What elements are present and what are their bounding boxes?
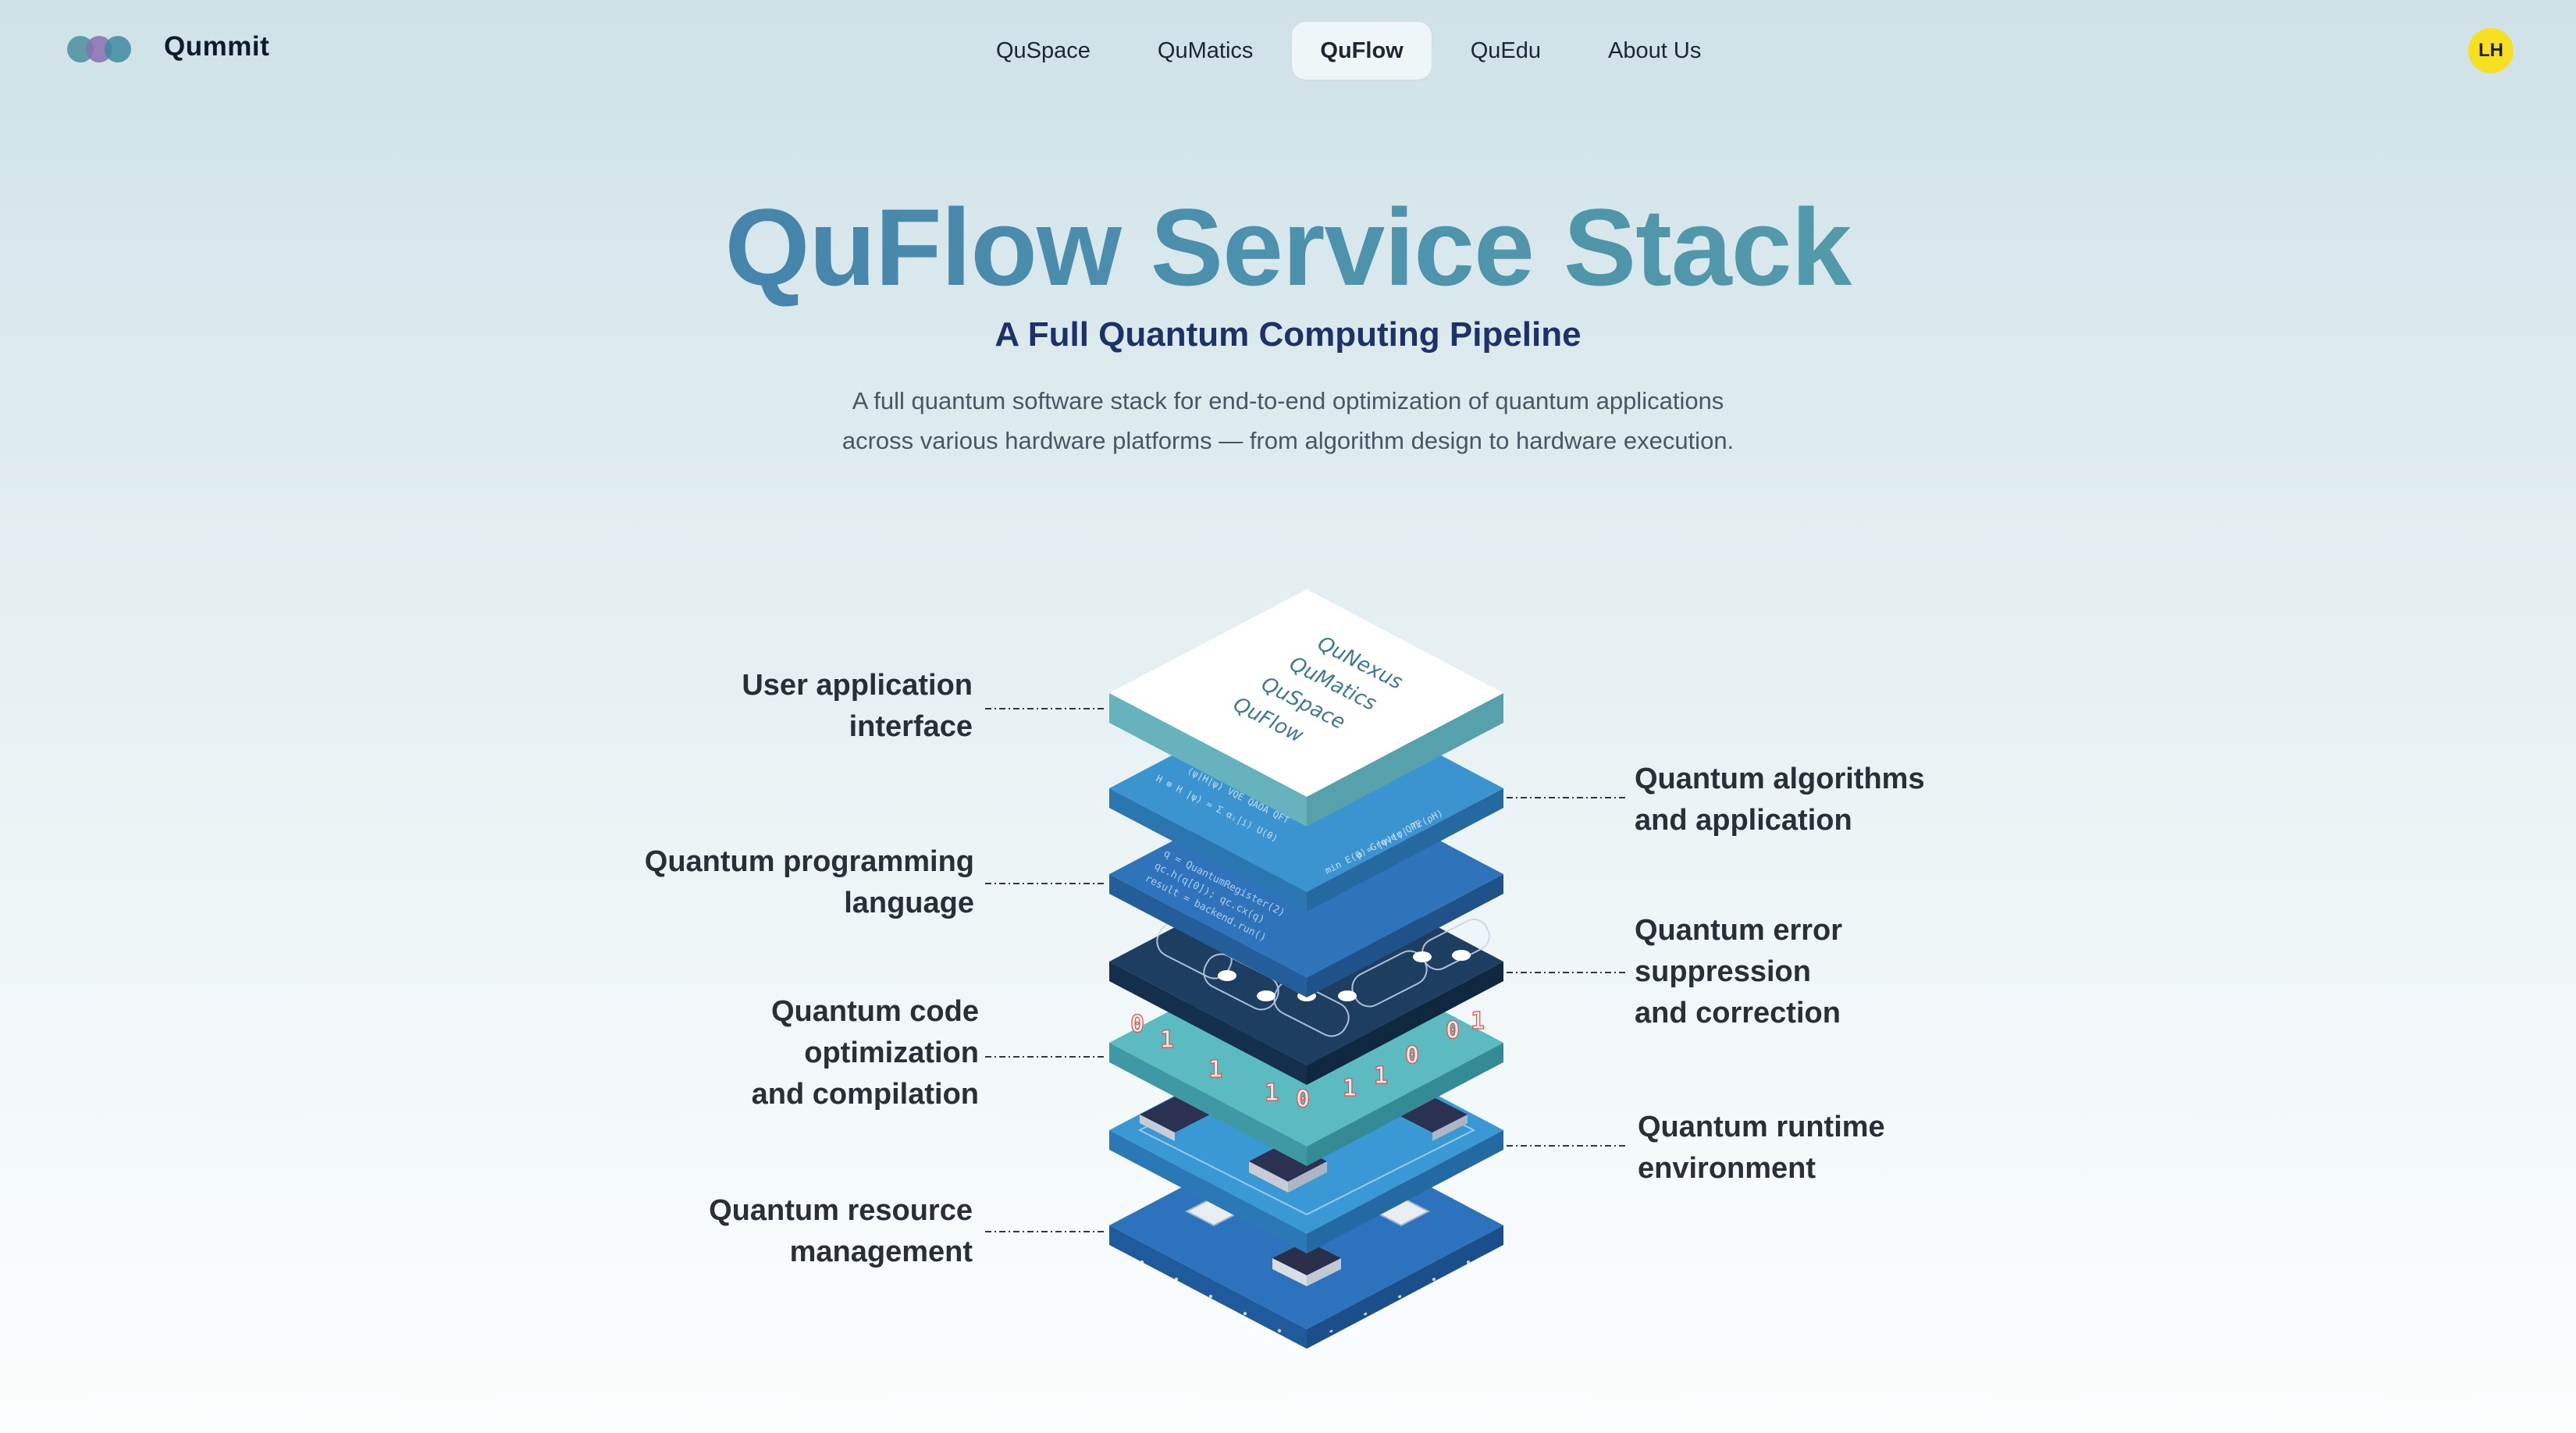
nav-item-about-us[interactable]: About Us [1608,38,1702,63]
svg-text:1: 1 [1160,1026,1174,1054]
label-quantum-runtime-environment: Quantum runtime environment [1638,1111,1885,1185]
svg-text:0: 0 [1296,1086,1310,1113]
svg-text:1: 1 [1208,1056,1222,1083]
label-quantum-error-correction: Quantum error suppression and correction [1635,914,1843,1029]
page-title: QuFlow Service Stack [0,184,2576,311]
connector-lines [985,708,1628,1232]
svg-text:1: 1 [1374,1062,1388,1090]
nav-item-quedu[interactable]: QuEdu [1470,38,1542,63]
nav-item-quflow[interactable]: QuFlow [1292,22,1432,80]
svg-text:1: 1 [1471,1008,1485,1035]
svg-text:0: 0 [1130,1011,1144,1038]
svg-text:0: 0 [1446,1017,1460,1044]
layer-user-interface [1109,589,1503,827]
label-quantum-code-optimization: Quantum code optimization and compilatio… [751,995,979,1111]
nav-item-qumatics[interactable]: QuMatics [1157,38,1254,63]
label-quantum-programming-language: Quantum programming language [644,845,974,919]
qummit-logo-icon[interactable] [67,36,133,66]
nav-item-quspace[interactable]: QuSpace [996,38,1091,63]
svg-text:1: 1 [1343,1075,1357,1102]
svg-text:1: 1 [1265,1079,1279,1107]
user-avatar[interactable]: LH [2468,28,2514,73]
svg-text:0: 0 [1405,1042,1419,1069]
main-menu: QuSpace QuMatics QuFlow QuEdu About Us [968,22,1740,80]
label-quantum-resource-management: Quantum resource management [709,1194,973,1268]
page-description: A full quantum software stack for end-to… [841,387,1735,454]
logo-circle-3 [105,36,131,62]
brand-name[interactable]: Qummit [164,31,270,62]
label-user-application-interface: User application interface [742,669,973,743]
page-subtitle: A Full Quantum Computing Pipeline [994,315,1582,354]
label-quantum-algorithms: Quantum algorithms and application [1635,763,1925,837]
top-navigation: Qummit QuSpace QuMatics QuFlow QuEdu Abo… [0,0,2576,101]
